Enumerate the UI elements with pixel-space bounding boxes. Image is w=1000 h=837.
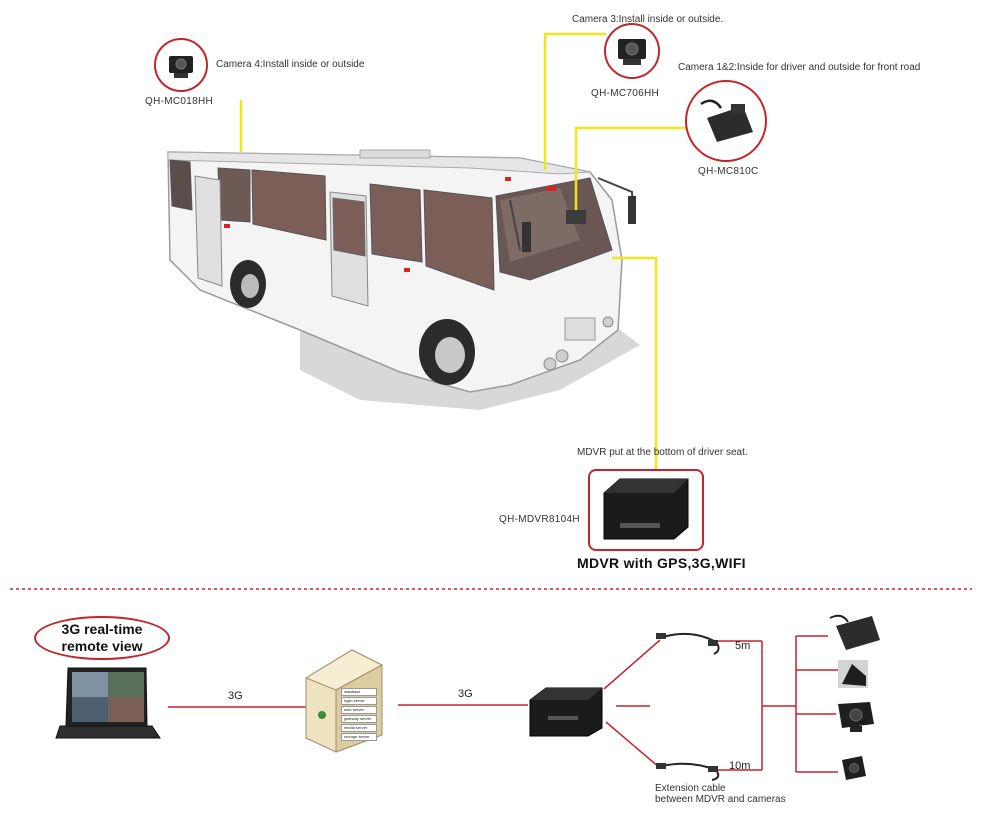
camera-12-circle [685, 80, 767, 162]
camera-12-caption: Camera 1&2:Inside for driver and outside… [678, 62, 921, 73]
mdvr-device-bottom-icon [529, 687, 603, 737]
camera-3-model: QH-MC706HH [591, 88, 660, 99]
bubble-line-1: 3G real-time [61, 621, 143, 637]
camera-4-model: QH-MC018HH [145, 96, 214, 107]
camera-12-model: QH-MC810C [698, 166, 759, 177]
server-list-item: gateway server [341, 715, 377, 723]
box-camera-icon [618, 39, 646, 65]
mdvr-device-icon [603, 478, 689, 540]
cable-caption-line-2: between MDVR and cameras [655, 794, 786, 805]
server-list-item: user server [341, 706, 377, 714]
dome-camera-right-icon [838, 660, 868, 688]
mdvr-frame [588, 469, 704, 551]
cable-caption-line-1: Extension cable [655, 783, 726, 794]
camera-3-circle [604, 23, 660, 79]
cable-length-bottom: 10m [729, 760, 751, 772]
box-camera-icon [169, 56, 193, 78]
bubble-line-2: remote view [61, 638, 143, 654]
network-links [168, 635, 838, 773]
camera-wiring [239, 32, 695, 470]
cable-length-top: 5m [735, 640, 751, 652]
server-list-item: storage server [341, 733, 377, 741]
mdvr-caption: MDVR put at the bottom of driver seat. [577, 447, 748, 458]
mdvr-title: MDVR with GPS,3G,WIFI [577, 555, 746, 571]
camera-3-caption: Camera 3:Install inside or outside. [572, 14, 724, 25]
server-list-item: database [341, 688, 377, 696]
laptop-icon [55, 667, 161, 739]
mdvr-model: QH-MDVR8104H [499, 514, 580, 525]
link-label-3g-2: 3G [458, 688, 473, 700]
server-list: database login server user server gatewa… [341, 688, 377, 741]
extension-cable-10m [656, 762, 720, 781]
camera-4-circle [154, 38, 208, 92]
extension-cable-5m [656, 632, 720, 655]
server-list-item: media server [341, 724, 377, 732]
clip-camera-icon [700, 99, 753, 142]
clip-camera-right-icon [829, 614, 880, 650]
box-camera-right-icon-1 [838, 702, 874, 732]
camera-4-caption: Camera 4:Install inside or outside [216, 59, 365, 70]
remote-view-bubble: 3G real-time remote view [34, 616, 170, 660]
box-camera-right-icon-2 [842, 756, 866, 780]
link-label-3g-1: 3G [228, 690, 243, 702]
server-list-item: login server [341, 697, 377, 705]
